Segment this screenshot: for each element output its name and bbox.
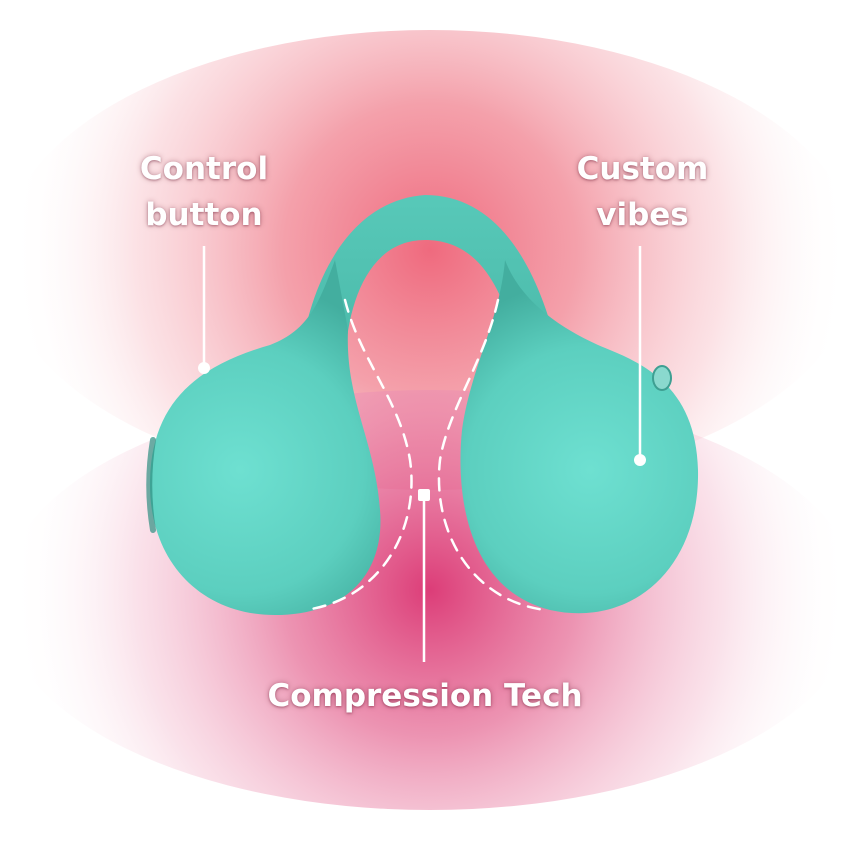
- dual-bulb-toy-illustration: [146, 195, 699, 615]
- control-button-label-line1: Control: [139, 151, 269, 187]
- compression-tech-label: Compression Tech: [267, 678, 583, 714]
- control-button-label: Control button: [124, 146, 284, 238]
- square-marker-icon: [418, 489, 430, 501]
- left-bulb: [149, 260, 381, 615]
- glow-bottom: [0, 390, 859, 810]
- dot-marker-icon: [634, 454, 646, 466]
- custom-vibes-label-line1: Custom: [576, 151, 709, 187]
- dot-marker-icon: [198, 362, 210, 374]
- callouts: [198, 246, 646, 662]
- custom-vibes-label: Custom vibes: [560, 146, 725, 238]
- compression-dashes: [303, 298, 547, 612]
- device-arch: [300, 195, 560, 360]
- side-button: [652, 365, 672, 391]
- custom-vibes-label-line2: vibes: [596, 197, 689, 233]
- left-edge-shadow: [146, 437, 156, 533]
- right-bulb: [460, 260, 699, 614]
- control-button-label-line2: button: [145, 197, 263, 233]
